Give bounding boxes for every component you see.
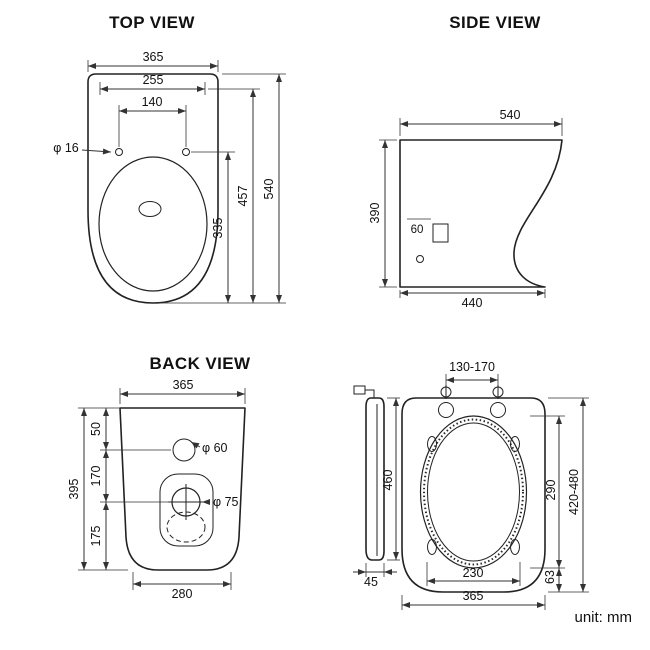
back-view: BACK VIEW 365 395 50 170 175: [67, 354, 251, 601]
dim-seat-opening-length: 290: [530, 415, 565, 569]
seat-view: 130-170 45: [353, 360, 589, 610]
unit-label: unit: mm: [574, 609, 632, 626]
dim-top-overall-width: 365: [87, 50, 219, 72]
dim-label-seat-130-170: 130-170: [449, 360, 495, 374]
bumper-bottom-left: [427, 539, 437, 555]
dim-label-side-540: 540: [500, 108, 521, 122]
lid-side-profile: [365, 397, 385, 561]
inlet-hole: [172, 438, 196, 462]
bumper-top-left: [427, 436, 437, 452]
dim-seat-overall-length: 420-480: [548, 397, 589, 593]
dim-label-back-365: 365: [173, 378, 194, 392]
dim-side-height: 390: [368, 139, 397, 288]
bumper-bottom-right: [510, 539, 520, 555]
dim-label-seat-290: 290: [544, 480, 558, 501]
dim-label-top-335: 335: [211, 218, 225, 239]
seat-opening-inner: [427, 422, 520, 562]
dim-label-side-440: 440: [462, 296, 483, 310]
dim-label-back-175: 175: [89, 526, 103, 547]
hinge-hole-right: [182, 148, 190, 156]
dim-label-top-phi16: φ 16: [53, 141, 79, 155]
side-view: SIDE VIEW 60 540 390 440: [368, 13, 563, 310]
dim-lid-thickness: 45: [353, 563, 397, 589]
toilet-side-outline: [399, 139, 563, 288]
dim-label-back-phi75: φ 75: [213, 495, 239, 509]
top-view-title: TOP VIEW: [109, 13, 195, 32]
dim-label-back-395: 395: [67, 479, 81, 500]
dim-label-back-phi60: φ 60: [202, 441, 228, 455]
hinge-cap-right: [490, 402, 506, 418]
bowl-rim: [98, 156, 208, 292]
dim-lid-length: 460: [381, 397, 400, 561]
seat-opening-outer: [419, 415, 528, 569]
dim-label-side-60: 60: [411, 224, 424, 236]
dim-back-outlet-dia: φ 75: [202, 495, 239, 509]
dim-label-back-170: 170: [89, 466, 103, 487]
dim-top-depths: 540 457 335: [158, 73, 286, 304]
dim-top-hinge-span: 140: [118, 95, 187, 147]
dim-label-side-390: 390: [368, 203, 382, 224]
toilet-back-outline: [119, 407, 246, 571]
toilet-top-outline: [87, 73, 219, 304]
outlet-housing: [159, 473, 214, 547]
dim-label-seat-365: 365: [463, 589, 484, 603]
dim-label-top-540: 540: [262, 179, 276, 200]
dim-seat-rear-offset: 63: [543, 568, 562, 592]
flush-outlet: [138, 201, 162, 217]
bumper-top-right: [510, 436, 520, 452]
seat-opening-ridge: [423, 418, 524, 566]
dim-side-depth: 540: [399, 108, 563, 136]
dim-side-base-depth: 440: [399, 289, 546, 310]
trapway-hidden-line: [166, 511, 206, 543]
dim-back-width: 365: [119, 378, 246, 404]
top-view: TOP VIEW 365 255 140 φ 16: [53, 13, 286, 304]
dim-label-seat-230: 230: [463, 566, 484, 580]
dim-label-seat-45: 45: [364, 575, 378, 589]
dim-back-heights: 395 50 170 175: [67, 407, 171, 571]
dim-label-top-140: 140: [142, 95, 163, 109]
dim-seat-fixing-span: 230: [426, 562, 521, 586]
dim-top-hinge-hole-dia: φ 16: [53, 141, 112, 155]
dim-label-top-457: 457: [236, 186, 250, 207]
dim-label-seat-420-480: 420-480: [567, 469, 581, 515]
dim-label-top-365: 365: [143, 50, 164, 64]
side-view-title: SIDE VIEW: [449, 13, 541, 32]
dim-back-inlet-dia: φ 60: [190, 441, 228, 455]
dim-seat-overall-width: 365: [401, 589, 546, 610]
dim-label-back-280: 280: [172, 587, 193, 601]
dim-label-seat-63: 63: [543, 570, 557, 584]
dim-side-inlet: 60: [407, 218, 431, 236]
water-inlet-detail: [432, 223, 449, 243]
hinge-pin-icon: [353, 385, 375, 398]
dim-label-back-50: 50: [89, 422, 103, 436]
seat-top-outline: [401, 397, 546, 593]
dim-label-seat-460: 460: [381, 470, 395, 491]
back-view-title: BACK VIEW: [150, 354, 251, 373]
dim-back-base-width: 280: [132, 572, 232, 601]
dim-label-top-255: 255: [143, 73, 164, 87]
hinge-cap-left: [438, 402, 454, 418]
dim-seat-hinge-span: 130-170: [445, 360, 499, 385]
hinge-hole-left: [115, 148, 123, 156]
fixing-hole-side: [416, 255, 424, 263]
dim-top-tank-width: 255: [99, 73, 206, 95]
